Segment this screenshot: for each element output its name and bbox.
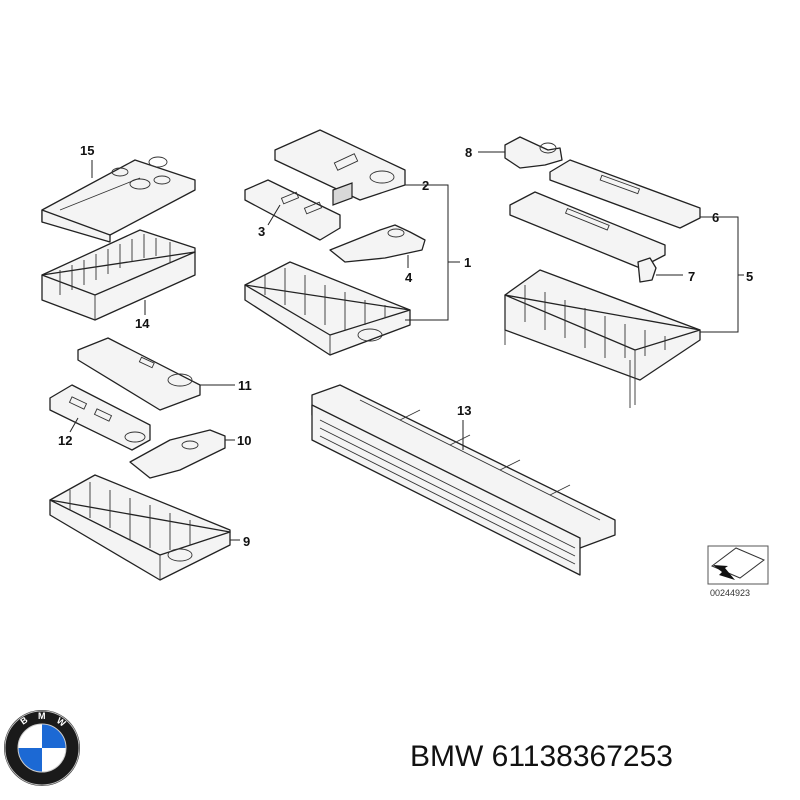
part-10-busbar xyxy=(129,429,226,479)
svg-text:M: M xyxy=(38,711,46,721)
svg-text:13: 13 xyxy=(457,403,471,418)
svg-text:00244923: 00244923 xyxy=(710,588,750,598)
callout-4: 4 xyxy=(405,255,413,285)
callout-15: 15 xyxy=(80,143,94,178)
callout-5: 5 xyxy=(700,216,753,333)
svg-text:15: 15 xyxy=(80,143,94,158)
part-9-base xyxy=(49,474,231,581)
part-15-cover xyxy=(41,156,196,243)
callout-1: 1 xyxy=(405,184,471,321)
svg-text:8: 8 xyxy=(465,145,472,160)
part-11-cover xyxy=(77,337,201,411)
svg-text:14: 14 xyxy=(135,316,150,331)
callout-14: 14 xyxy=(135,300,150,331)
part-6-upper-plate xyxy=(549,159,701,229)
svg-text:10: 10 xyxy=(237,433,251,448)
part-13-strip xyxy=(311,384,616,576)
svg-text:3: 3 xyxy=(258,224,265,239)
callout-11: 11 xyxy=(200,378,252,393)
callout-12: 12 xyxy=(58,417,79,448)
callout-13: 13 xyxy=(457,403,471,450)
svg-text:B: B xyxy=(18,714,29,726)
part-3-bracket xyxy=(244,179,341,241)
part-8-connector xyxy=(504,136,563,169)
part-1-base xyxy=(244,261,411,356)
part-12-bracket xyxy=(49,384,151,451)
svg-text:9: 9 xyxy=(243,534,250,549)
part-7-clip xyxy=(637,257,657,283)
reference-badge: 00244923 xyxy=(707,545,769,598)
svg-text:4: 4 xyxy=(405,270,413,285)
bmw-logo: B M W xyxy=(4,710,80,786)
part-number-label: BMW 61138367253 xyxy=(410,740,673,773)
part-4-busbar xyxy=(329,224,426,263)
callout-8: 8 xyxy=(465,145,505,160)
callout-9: 9 xyxy=(230,534,250,549)
callout-3: 3 xyxy=(258,204,281,239)
svg-text:11: 11 xyxy=(238,378,252,393)
callout-10: 10 xyxy=(225,433,251,448)
arrow-icon xyxy=(713,565,735,580)
footer: B M W BMW 61138367253 xyxy=(0,700,800,800)
part-14-fuse-carrier xyxy=(41,229,196,321)
svg-text:12: 12 xyxy=(58,433,72,448)
part-5-base xyxy=(504,269,701,408)
part-6-lower-plate xyxy=(509,191,666,269)
svg-text:7: 7 xyxy=(688,269,695,284)
svg-text:5: 5 xyxy=(746,269,753,284)
part-2-block xyxy=(332,182,353,206)
svg-text:1: 1 xyxy=(464,255,471,270)
callout-7: 7 xyxy=(656,269,695,284)
